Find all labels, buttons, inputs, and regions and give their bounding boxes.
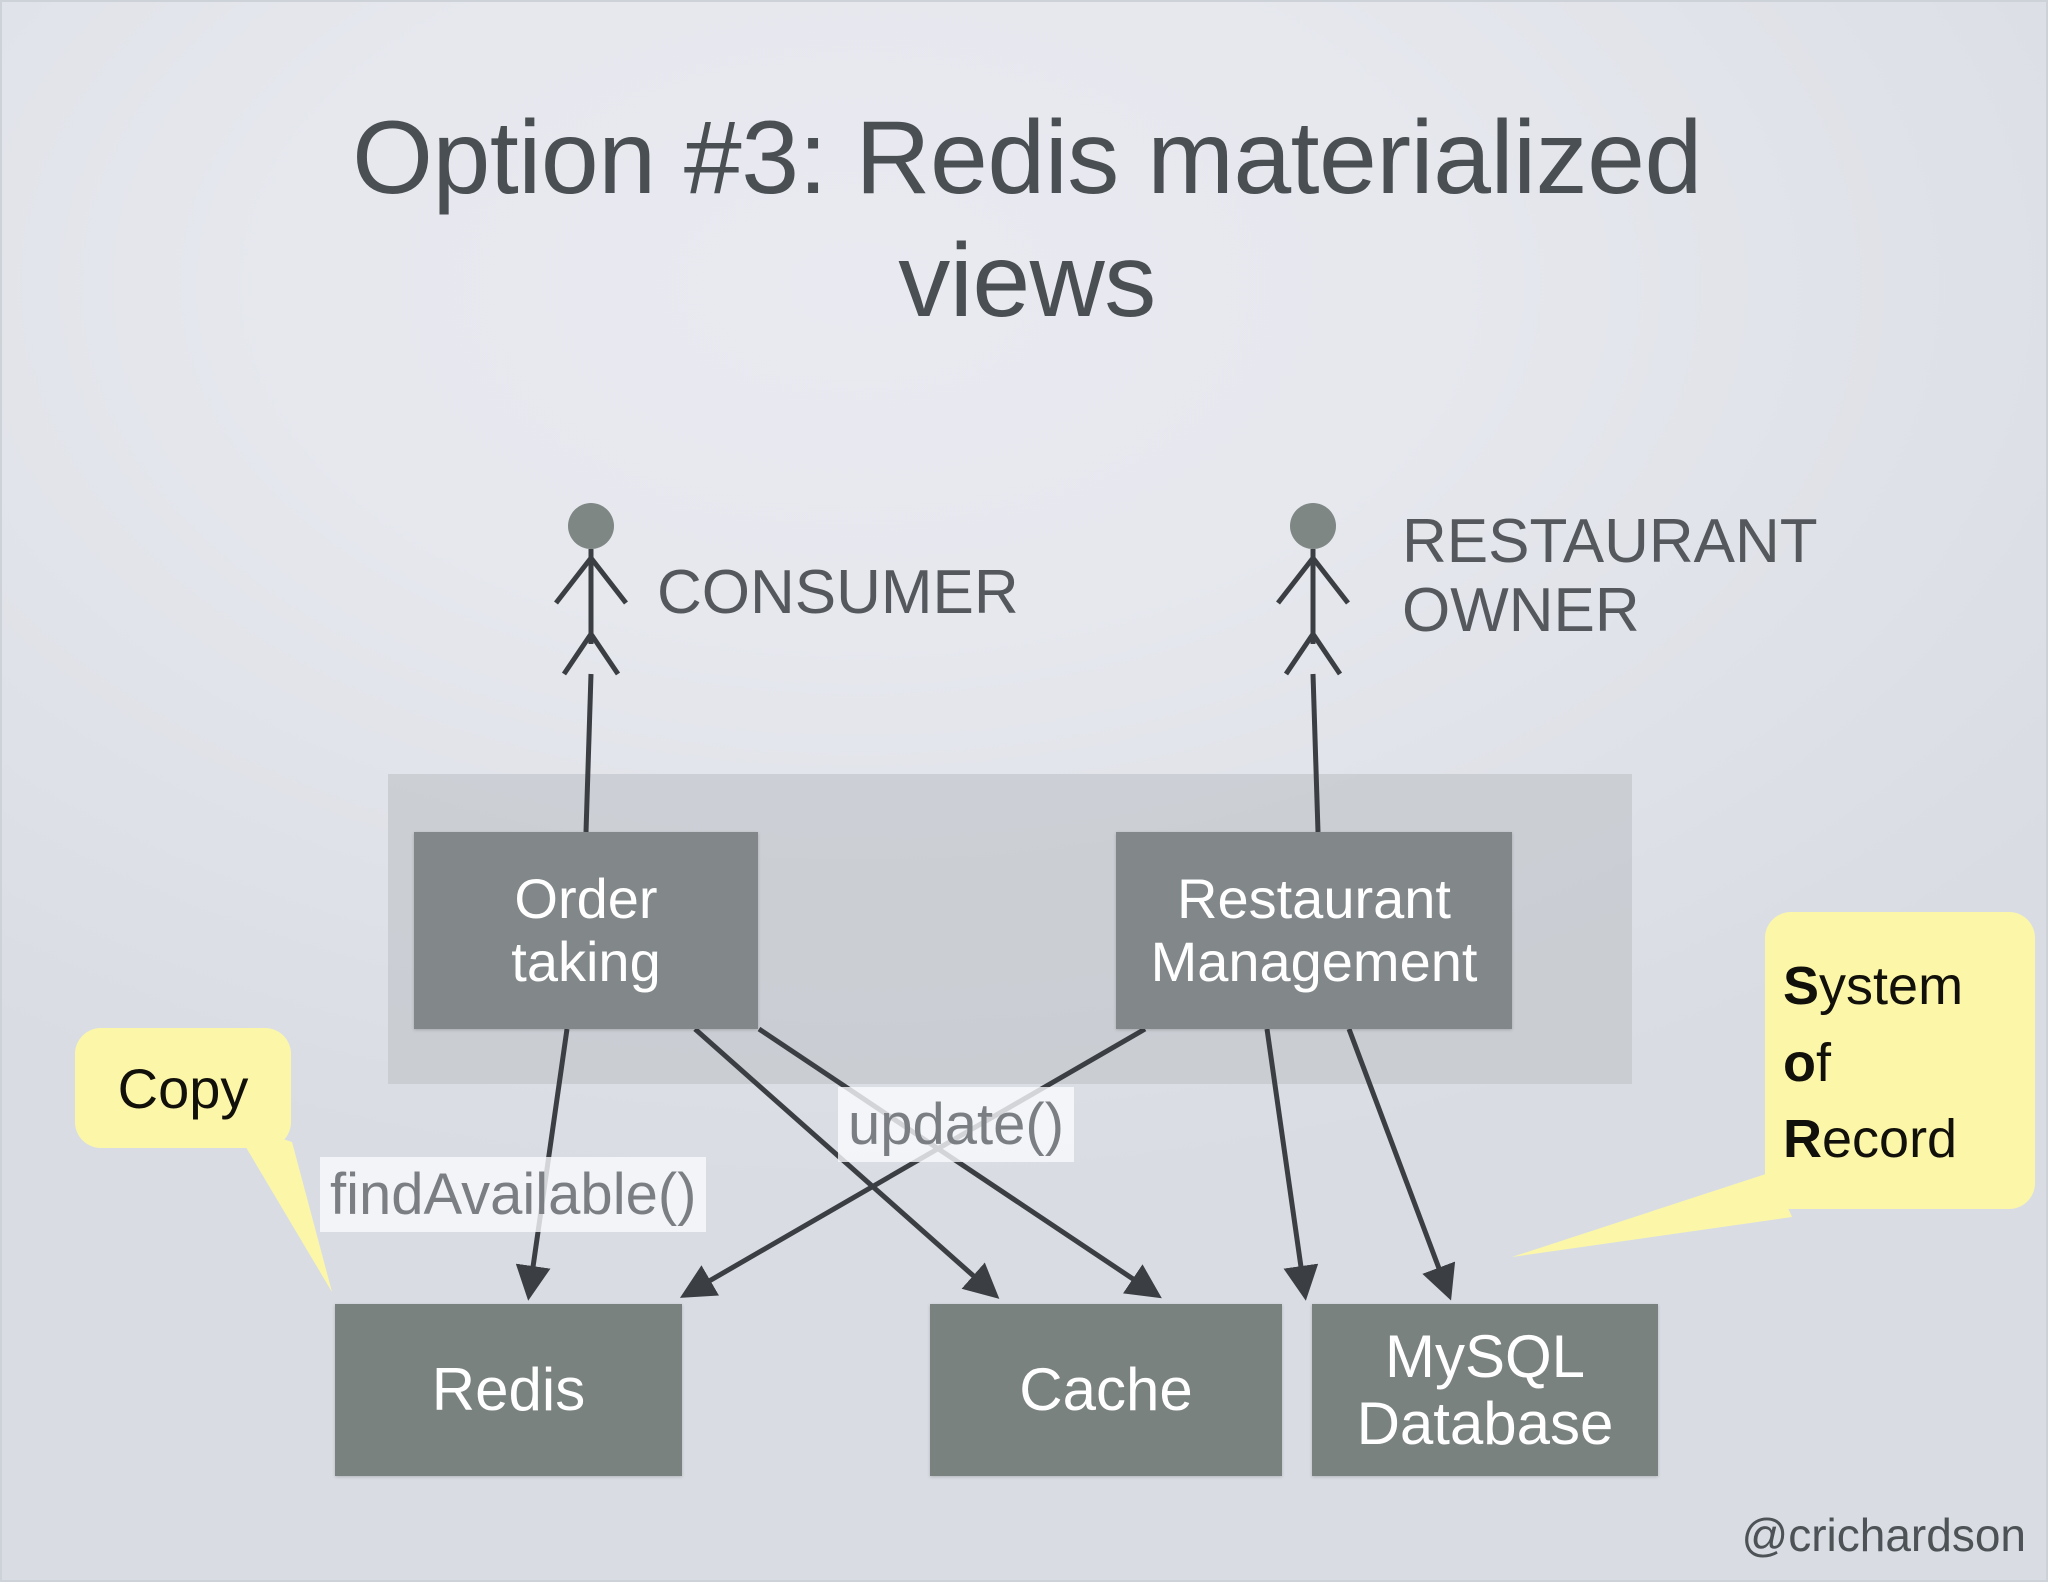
callout-sor-rest-3: ecord	[1822, 1109, 1958, 1170]
callout-sor-bold-3: R	[1783, 1109, 1822, 1170]
callout-sor-bold-1: S	[1783, 956, 1820, 1016]
datastore-box-cache[interactable]: Cache	[930, 1304, 1282, 1476]
service-box-order-taking[interactable]: Order taking	[414, 832, 758, 1029]
restaurant-owner-actor-label: RESTAURANT OWNER	[1402, 507, 1818, 646]
callout-copy: Copy	[75, 1028, 291, 1148]
callout-sor-line-1: System	[1783, 948, 2035, 1025]
callout-sor-line-3: Record	[1783, 1101, 2035, 1178]
datastore-box-redis[interactable]: Redis	[335, 1304, 682, 1476]
datastore-box-mysql[interactable]: MySQL Database	[1312, 1304, 1658, 1476]
callout-sor-bold-2: o	[1783, 1032, 1816, 1093]
restaurant-owner-actor-figure	[1276, 503, 1350, 676]
service-box-restaurant-management[interactable]: Restaurant Management	[1116, 832, 1512, 1029]
consumer-actor-label: CONSUMER	[657, 558, 1019, 627]
callout-system-of-record: System of Record	[1765, 912, 2035, 1209]
callout-sor-rest-1: ystem	[1819, 956, 1964, 1016]
callout-sor-line-2: of	[1783, 1025, 2035, 1102]
consumer-actor-figure	[554, 503, 628, 676]
attribution-handle: @crichardson	[1741, 1509, 2026, 1561]
sor-callout-tail	[1512, 1172, 1792, 1257]
method-label-update: update()	[838, 1087, 1075, 1162]
page-title: Option #3: Redis materialized views	[352, 100, 1702, 339]
callout-sor-rest-2: f	[1816, 1032, 1832, 1093]
method-label-find-available: findAvailable()	[320, 1157, 707, 1232]
